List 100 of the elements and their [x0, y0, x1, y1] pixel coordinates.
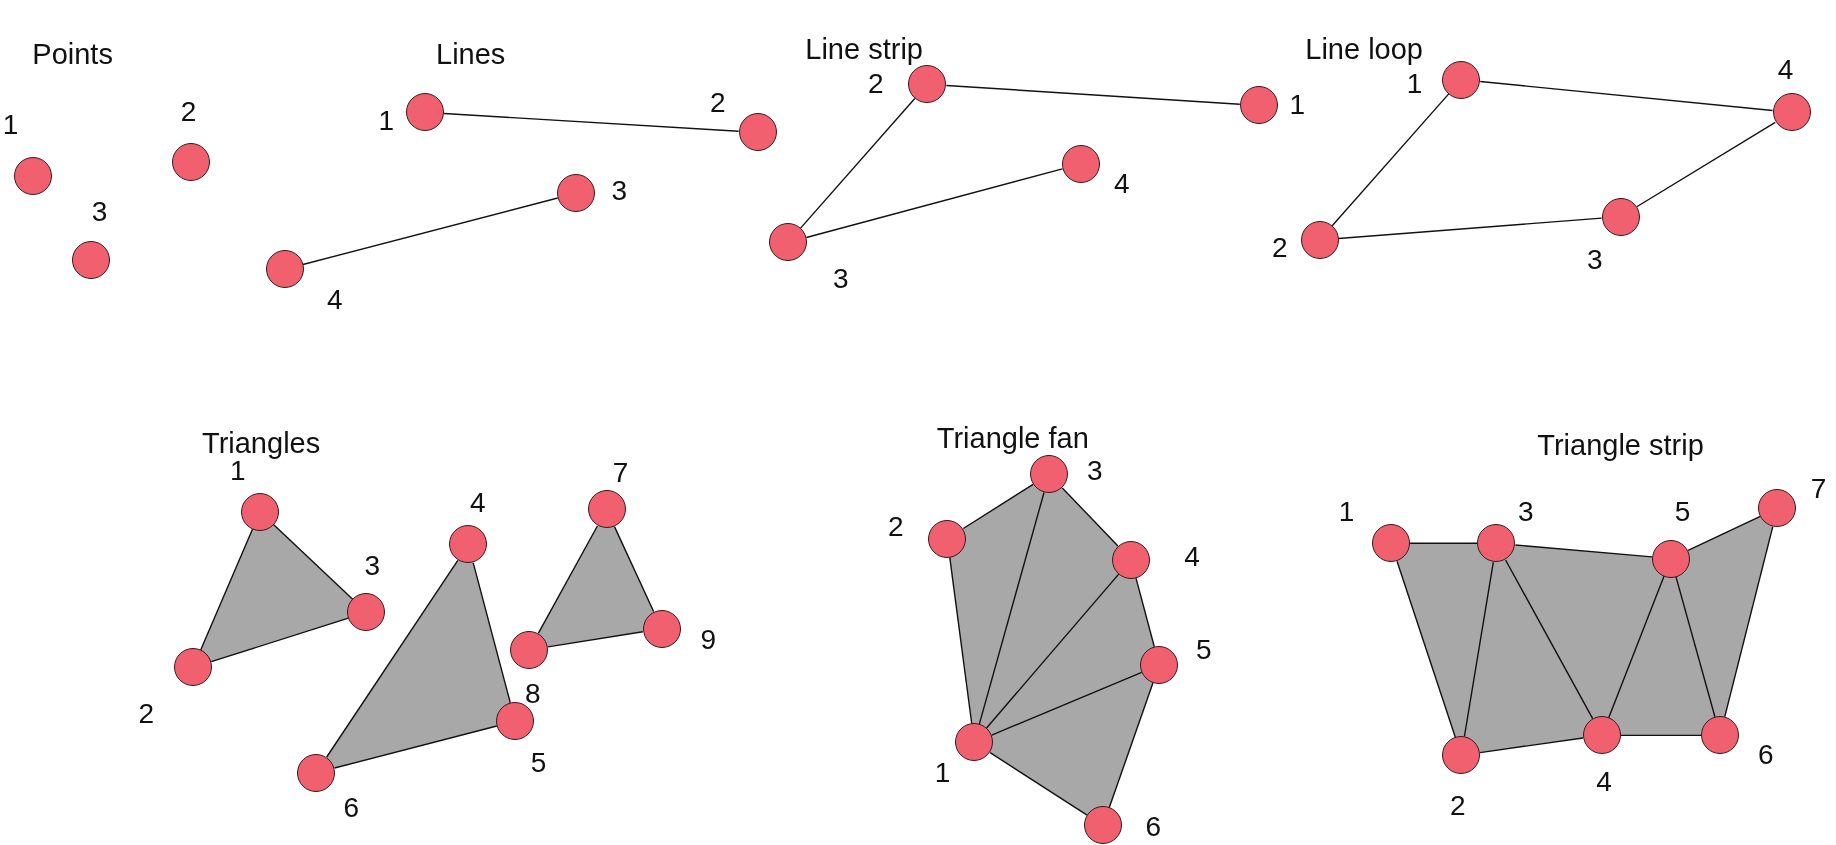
edge-line	[962, 483, 1034, 530]
vertex-circle	[1442, 736, 1481, 775]
vertex-number: 4	[469, 489, 486, 518]
edge-line	[945, 84, 1241, 105]
edge-line	[200, 528, 254, 651]
vertex-circle	[171, 142, 210, 181]
edge-line	[1108, 682, 1154, 809]
vertex-circle	[297, 753, 336, 792]
vertex-number: 7	[612, 459, 629, 488]
edge-line	[978, 491, 1045, 725]
vertex-circle	[265, 250, 304, 289]
edge-line	[1636, 121, 1776, 208]
vertex-circle	[908, 65, 947, 104]
vertex-circle	[449, 525, 488, 564]
edge-line	[991, 671, 1143, 736]
vertex-number: 2	[710, 89, 726, 118]
vertex-circle	[1061, 144, 1100, 183]
edge-line	[1620, 734, 1702, 737]
vertex-circle	[1758, 489, 1797, 528]
vertex-circle	[587, 490, 626, 529]
vertex-number: 3	[832, 264, 849, 293]
vertex-circle	[1112, 540, 1151, 579]
vertex-circle	[1442, 60, 1481, 99]
edge-line	[1479, 80, 1774, 112]
edge-line	[613, 525, 655, 613]
edge-line	[1687, 515, 1761, 552]
vertex-number: 3	[91, 197, 108, 226]
vertex-number: 2	[868, 70, 884, 99]
edge-line	[1514, 544, 1653, 558]
vertex-circle	[1030, 455, 1069, 494]
vertex-number: 4	[1777, 56, 1794, 85]
edge-line	[1724, 525, 1774, 718]
vertex-number: 3	[1587, 245, 1603, 274]
edge-line	[302, 197, 559, 266]
edge-line	[1061, 487, 1119, 547]
edge-line	[799, 97, 916, 229]
vertex-number: 8	[525, 680, 541, 709]
vertex-circle	[1601, 197, 1640, 236]
vertex-circle	[738, 113, 777, 152]
panel-title: Line loop	[1305, 34, 1423, 64]
panel-title: Triangle strip	[1537, 430, 1704, 460]
vertex-number: 1	[1289, 91, 1306, 120]
vertex-circle	[928, 519, 967, 558]
edge-line	[805, 168, 1064, 239]
edge-line	[1409, 542, 1479, 544]
vertex-number: 5	[1195, 635, 1212, 664]
vertex-circle	[955, 723, 994, 762]
vertex-number: 6	[343, 793, 360, 822]
vertex-circle	[1084, 806, 1122, 845]
vertex-number: 3	[364, 551, 381, 580]
vertex-number: 2	[1272, 234, 1288, 263]
vertex-number: 1	[378, 106, 395, 135]
vertex-circle	[1372, 524, 1411, 563]
edge-line	[1608, 575, 1665, 719]
vertex-circle	[557, 174, 596, 213]
vertex-number: 6	[1145, 812, 1162, 841]
vertex-circle	[240, 492, 279, 531]
vertex-number: 5	[530, 749, 547, 778]
vertex-circle	[174, 648, 213, 687]
vertex-circle	[406, 93, 445, 132]
edge-line	[537, 525, 599, 634]
edge-line	[1331, 93, 1450, 227]
vertex-number: 2	[887, 512, 904, 541]
vertex-number: 1	[229, 456, 246, 485]
vertex-number: 6	[1757, 741, 1774, 770]
vertex-number: 9	[700, 626, 717, 655]
edge-line	[1479, 737, 1584, 754]
panel-title: Lines	[436, 39, 506, 69]
vertex-number: 2	[138, 700, 155, 729]
vertex-number: 1	[934, 758, 951, 787]
edge-line	[273, 524, 354, 601]
vertex-number: 1	[1406, 70, 1423, 99]
panel-title: Points	[32, 39, 113, 69]
vertex-circle	[347, 593, 386, 632]
vertex-number: 3	[1517, 497, 1534, 526]
vertex-number: 4	[1184, 543, 1200, 572]
edge-line	[1504, 559, 1594, 720]
edge-line	[210, 617, 350, 663]
vertex-number: 7	[1810, 475, 1827, 504]
vertex-number: 4	[1113, 169, 1130, 198]
vertex-number: 2	[1450, 791, 1466, 820]
vertex-number: 2	[180, 98, 197, 127]
vertex-circle	[13, 156, 52, 195]
panel-title: Triangles	[202, 428, 321, 458]
vertex-circle	[1772, 93, 1811, 132]
vertex-number: 1	[1338, 497, 1355, 526]
vertex-number: 4	[327, 285, 343, 314]
vertex-circle	[1477, 524, 1516, 563]
vertex-circle	[510, 630, 549, 669]
panel-title: Line strip	[805, 34, 923, 64]
edge-line	[949, 556, 973, 725]
panel-title: Triangle fan	[936, 423, 1089, 453]
edge-line	[1675, 576, 1716, 718]
edge-line	[547, 631, 644, 648]
vertex-circle	[1239, 86, 1278, 125]
vertex-circle	[769, 223, 807, 262]
vertex-circle	[642, 609, 681, 648]
edge-line	[989, 751, 1088, 816]
vertex-circle	[72, 240, 111, 279]
vertex-number: 1	[2, 111, 19, 140]
